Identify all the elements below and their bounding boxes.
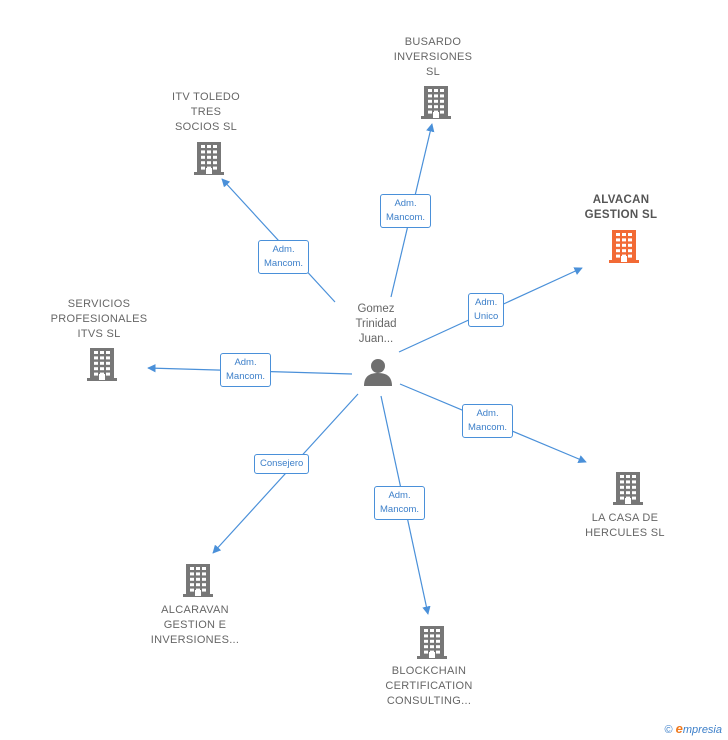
company-name-line: SOCIOS SL	[175, 121, 237, 133]
company-name-la-casa[interactable]: LA CASA DE HERCULES SL	[560, 511, 690, 541]
building-icon[interactable]	[420, 84, 452, 125]
role-text: Unico	[474, 311, 499, 322]
company-name-busardo[interactable]: BUSARDO INVERSIONES SL	[368, 35, 498, 80]
role-text: Consejero	[260, 458, 304, 469]
company-name-itv-toledo[interactable]: ITV TOLEDO TRES SOCIOS SL	[141, 90, 271, 135]
role-text: Adm.	[234, 357, 257, 368]
person-name-line-1: Gomez	[357, 303, 395, 315]
building-icon[interactable]	[416, 624, 448, 665]
role-text: Adm.	[475, 297, 498, 308]
company-name-servicios[interactable]: SERVICIOS PROFESIONALES ITVS SL	[34, 297, 164, 342]
person-name-line-3: Juan...	[358, 333, 394, 345]
role-text: Adm.	[388, 490, 411, 501]
company-name-line: ITV TOLEDO	[171, 91, 240, 103]
brand-name: mpresia	[682, 724, 722, 736]
person-icon[interactable]	[362, 356, 394, 393]
building-icon[interactable]	[612, 470, 644, 511]
company-name-line: BLOCKCHAIN	[391, 665, 467, 677]
person-name-line-2: Trinidad	[355, 318, 397, 330]
footer-brand[interactable]: © empresia	[664, 721, 722, 736]
company-name-line: GESTION E	[163, 619, 227, 631]
role-badge-busardo[interactable]: Adm. Mancom.	[380, 194, 432, 228]
building-icon[interactable]	[86, 346, 118, 387]
role-text: Mancom.	[380, 504, 420, 515]
company-name-line: GESTION SL	[584, 209, 658, 221]
company-name-line: BUSARDO	[404, 36, 462, 48]
role-text: Adm.	[476, 408, 499, 419]
company-name-line: HERCULES SL	[585, 527, 665, 539]
building-icon[interactable]	[182, 562, 214, 603]
person-name[interactable]: Gomez Trinidad Juan...	[336, 302, 416, 347]
role-text: Mancom.	[468, 422, 508, 433]
building-icon[interactable]	[193, 140, 225, 181]
company-name-line: LA CASA DE	[591, 512, 659, 524]
role-badge-blockchain[interactable]: Adm. Mancom.	[374, 486, 426, 520]
role-text: Adm.	[394, 198, 417, 209]
company-name-line: TRES	[190, 106, 222, 118]
copyright-icon: ©	[664, 724, 673, 736]
company-name-line: INVERSIONES	[393, 51, 473, 63]
role-badge-la-casa[interactable]: Adm. Mancom.	[462, 404, 514, 438]
company-name-line: SERVICIOS	[67, 298, 131, 310]
building-icon[interactable]	[608, 228, 640, 269]
role-badge-alcaravan[interactable]: Consejero	[254, 454, 310, 474]
role-text: Mancom.	[264, 258, 304, 269]
role-badge-itv-toledo[interactable]: Adm. Mancom.	[258, 240, 310, 274]
company-name-alcaravan[interactable]: ALCARAVAN GESTION E INVERSIONES...	[130, 603, 260, 648]
role-badge-servicios[interactable]: Adm. Mancom.	[220, 353, 272, 387]
company-name-line: ALVACAN	[592, 194, 650, 206]
role-text: Mancom.	[226, 371, 266, 382]
company-name-line: ALCARAVAN	[161, 604, 229, 616]
company-name-alvacan[interactable]: ALVACAN GESTION SL	[556, 193, 686, 223]
company-name-line: SL	[425, 66, 441, 78]
company-name-blockchain[interactable]: BLOCKCHAIN CERTIFICATION CONSULTING...	[364, 664, 494, 709]
role-badge-alvacan[interactable]: Adm. Unico	[468, 293, 505, 327]
company-name-line: INVERSIONES...	[150, 634, 240, 646]
role-text: Adm.	[272, 244, 295, 255]
company-name-line: CERTIFICATION	[385, 680, 473, 692]
role-text: Mancom.	[386, 212, 426, 223]
brand-logo-mark: e	[675, 721, 683, 736]
company-name-line: PROFESIONALES	[50, 313, 148, 325]
company-name-line: CONSULTING...	[386, 695, 472, 707]
company-name-line: ITVS SL	[77, 328, 121, 340]
